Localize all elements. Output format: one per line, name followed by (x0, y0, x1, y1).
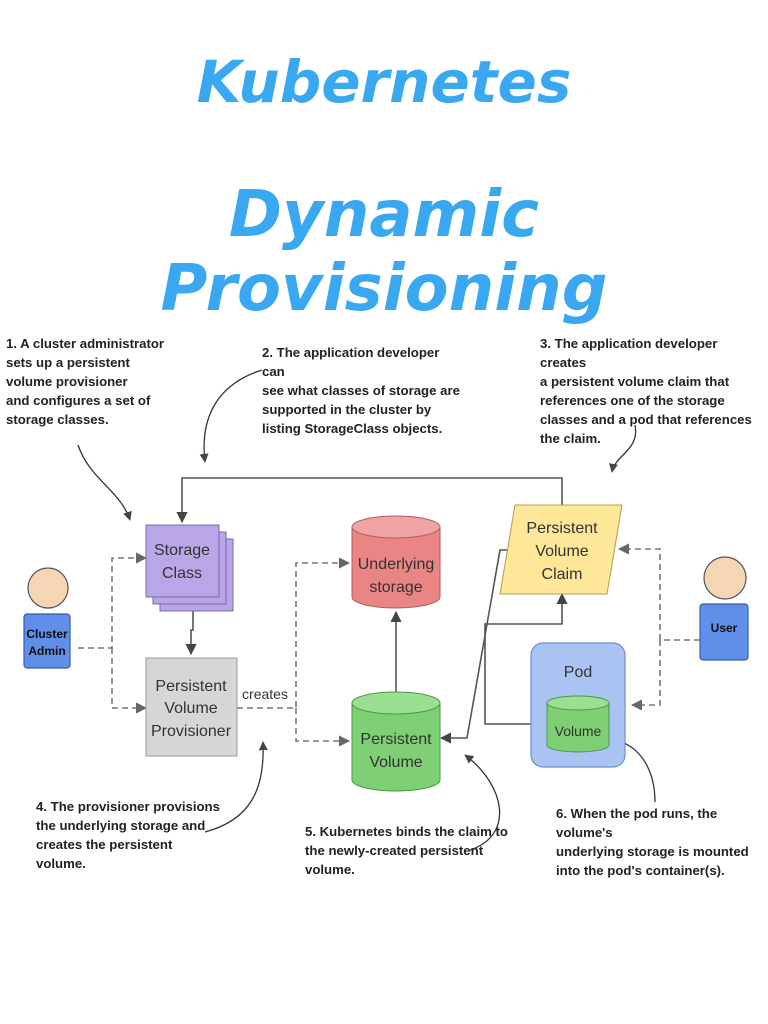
note-step-1: 1. A cluster administrator sets up a per… (6, 336, 165, 427)
connector-pod-to-pvc (484, 592, 568, 725)
note-step-6: 6. When the pod runs, the volume's under… (556, 806, 749, 878)
provisioner-label-2: Volume (164, 700, 217, 717)
pod-node: Pod Volume (530, 642, 626, 768)
admin-body (23, 613, 71, 669)
persistent-volume-label-1: Persistent (360, 731, 432, 748)
connector-class-to-provisioner (185, 605, 197, 656)
provisioner-node: Persistent Volume Provisioner (145, 657, 238, 757)
callout-arrow-1 (77, 444, 132, 521)
persistent-volume-label-2: Volume (369, 754, 422, 771)
note-step-2: 2. The application developer can see wha… (262, 345, 460, 436)
dashed-admin-to-provisioner (111, 648, 148, 714)
pvc-label-3: Claim (542, 566, 583, 583)
underlying-storage-node: Underlying storage (351, 515, 441, 609)
callout-arrow-5 (464, 754, 501, 851)
admin-head (27, 567, 69, 609)
callout-arrow-4 (204, 741, 268, 833)
pvc-label-2: Volume (535, 543, 588, 560)
provisioner-label-3: Provisioner (151, 723, 232, 740)
note-step-3: 3. The application developer creates a p… (540, 336, 752, 446)
dashed-admin-to-class (78, 552, 148, 649)
user-body (699, 603, 749, 661)
dashed-user-to-pvc (617, 543, 700, 641)
underlying-storage-label-1: Underlying (358, 556, 434, 573)
dashed-provisioner-to-storage (237, 557, 351, 709)
user-actor: User (699, 556, 749, 661)
underlying-storage-label-2: storage (369, 579, 422, 596)
pvc-label-1: Persistent (526, 520, 598, 537)
edge-label-creates: creates (242, 686, 288, 702)
storage-class-label-2: Class (162, 565, 202, 582)
callout-arrow-2 (199, 369, 263, 463)
persistent-volume-node: Persistent Volume (351, 691, 441, 792)
callout-arrow-3 (608, 424, 637, 473)
note-step-4: 4. The provisioner provisions the underl… (36, 799, 220, 871)
admin-label-1: Cluster (26, 627, 68, 641)
cluster-admin-actor: Cluster Admin (23, 567, 71, 669)
provisioner-label-1: Persistent (155, 678, 227, 695)
dashed-provisioner-to-pv (295, 708, 351, 747)
storage-class-node: Storage Class (145, 524, 234, 612)
title-kubernetes: Kubernetes (196, 48, 572, 116)
note-step-5: 5. Kubernetes binds the claim to the new… (305, 824, 508, 877)
user-head (703, 556, 747, 600)
pod-label: Pod (564, 664, 592, 681)
connector-pvc-to-pv (439, 549, 510, 744)
title-dynamic-provisioning: Dynamic Provisioning (160, 178, 608, 326)
user-label: User (711, 621, 738, 635)
pvc-node: Persistent Volume Claim (499, 504, 623, 595)
storage-class-label-1: Storage (154, 542, 210, 559)
admin-label-2: Admin (28, 644, 65, 658)
pod-volume-label: Volume (555, 723, 602, 739)
dashed-user-to-pod (630, 640, 661, 711)
connector-pvc-to-storage-class (176, 477, 563, 524)
